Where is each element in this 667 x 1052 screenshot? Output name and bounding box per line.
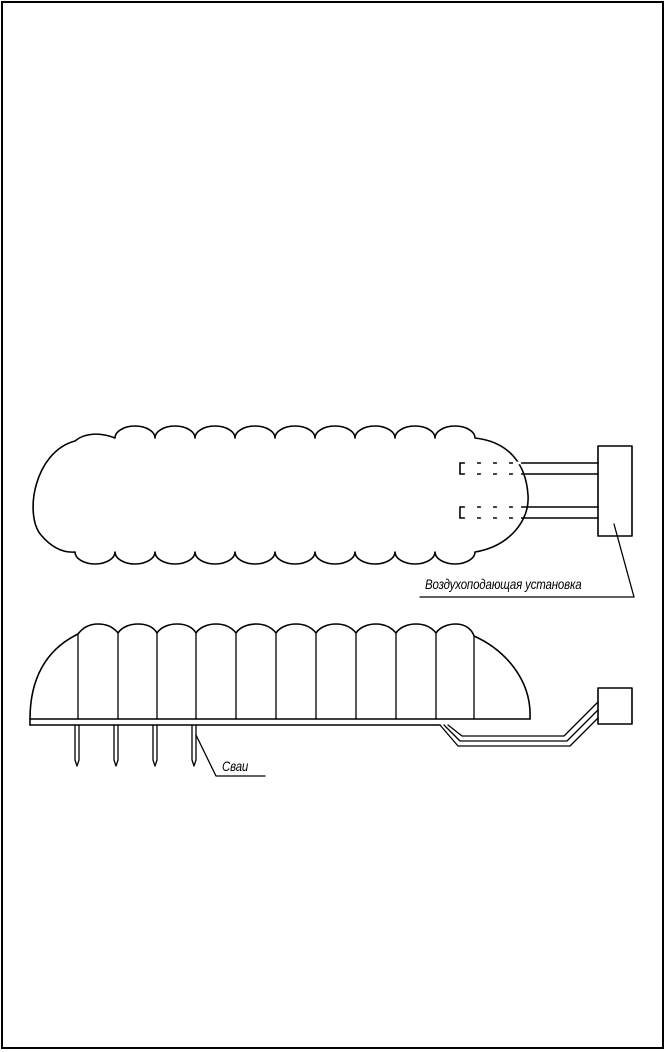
piles-label: Сваи [222, 758, 249, 774]
pile-3 [152, 724, 158, 767]
side-view-base [29, 718, 531, 726]
side-view-duct [439, 701, 599, 747]
plan-duct-lower [459, 505, 599, 520]
side-air-supply-unit [597, 687, 633, 725]
side-view-piles [74, 724, 197, 767]
air-supply-unit-label: Воздухоподающая установка [425, 576, 582, 592]
pile-4 [191, 724, 197, 767]
pile-2 [113, 724, 119, 767]
plan-view-outline [32, 425, 529, 565]
pile-1 [74, 724, 80, 767]
air-supply-leader-line [419, 523, 635, 598]
plan-air-supply-unit [597, 445, 633, 537]
side-view-outline [29, 623, 531, 720]
plan-duct-upper [459, 461, 599, 476]
piles-leader-line [195, 734, 266, 777]
side-view-section-lines [77, 632, 475, 720]
